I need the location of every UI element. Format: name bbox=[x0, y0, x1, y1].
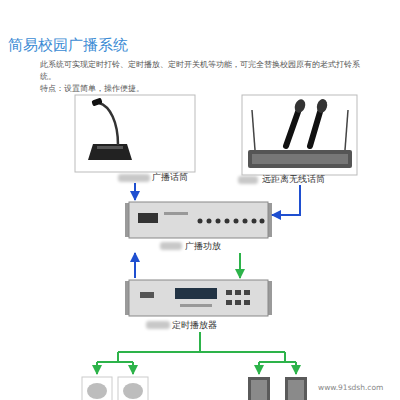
blurred-text bbox=[160, 242, 182, 250]
amplifier-node: 广播功放 bbox=[125, 200, 272, 253]
speaker-wiring bbox=[97, 332, 296, 374]
timer-unit bbox=[125, 280, 272, 316]
signal-arrow bbox=[239, 253, 241, 278]
blurred-text bbox=[146, 321, 170, 329]
node-label: 广播话筒 bbox=[152, 172, 188, 183]
blurred-text bbox=[238, 176, 258, 184]
wireless-mic-node: 远距离无线话筒 bbox=[242, 95, 357, 185]
node-label: 远距离无线话筒 bbox=[262, 174, 325, 185]
signal-arrow bbox=[134, 183, 136, 200]
gooseneck-mic bbox=[88, 97, 132, 160]
signal-arrow bbox=[134, 253, 136, 278]
node-label: 定时播放器 bbox=[172, 320, 217, 331]
blurred-text bbox=[118, 174, 150, 182]
diagram-title: 简易校园广播系统 bbox=[8, 36, 128, 54]
timer-player-node: 定时播放器 bbox=[125, 278, 272, 332]
wall-speaker bbox=[82, 377, 148, 400]
microphone-node: 广播话筒 bbox=[75, 95, 195, 183]
feature-note: 特点：设置简单，操作便捷。 bbox=[40, 83, 375, 95]
picture-frame bbox=[75, 95, 195, 172]
signal-arrow bbox=[272, 185, 300, 215]
watermark: www.91sdsh.com bbox=[318, 382, 400, 394]
picture-frame bbox=[242, 95, 357, 175]
node-label: 广播功放 bbox=[185, 241, 221, 252]
wireless-mic-set bbox=[248, 98, 352, 168]
description-note: 此系统可实现定时打铃、定时播放、定时开关机等功能，可完全替换校园原有的老式打铃系… bbox=[40, 59, 375, 83]
amplifier-unit bbox=[125, 202, 272, 238]
column-speaker bbox=[248, 377, 307, 400]
